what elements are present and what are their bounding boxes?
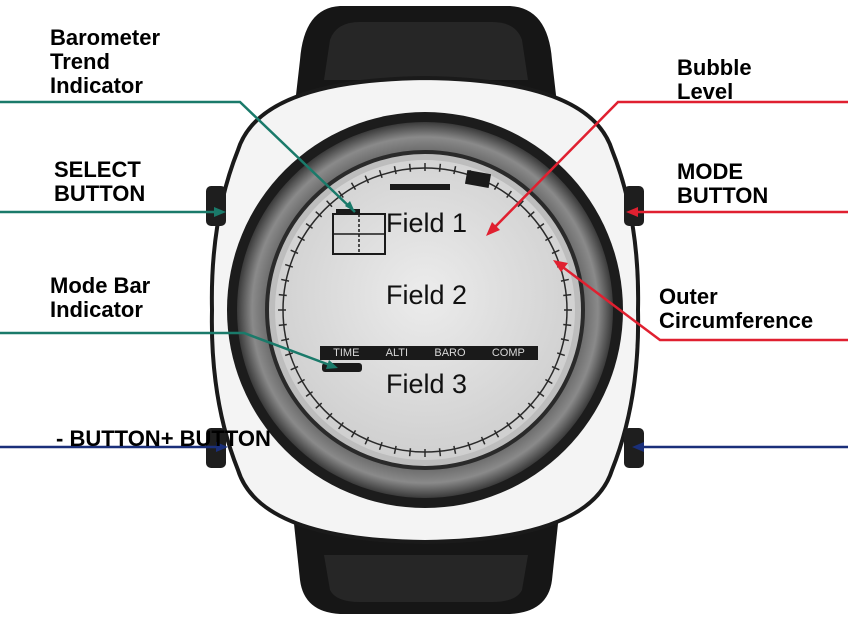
tick-mark — [438, 163, 442, 172]
top-segment-block — [464, 170, 492, 188]
tick-mark — [537, 391, 545, 398]
tick-mark — [493, 182, 500, 190]
label-line: Bubble — [677, 55, 752, 80]
watch-face — [275, 160, 575, 460]
label-line: BUTTON — [677, 183, 769, 208]
strap-bottom-inner — [324, 555, 528, 602]
tick-mark — [560, 278, 569, 282]
tick-mark — [315, 211, 323, 218]
outer-circumference-ticks — [278, 163, 572, 457]
mode-alti: ALTI — [385, 347, 409, 359]
tick-mark — [467, 441, 472, 451]
label-line: BUTTON — [54, 181, 146, 206]
tick-mark — [393, 445, 397, 454]
tick-mark — [378, 169, 383, 179]
line-modebar — [0, 331, 336, 369]
tick-mark — [305, 391, 313, 398]
tick-mark — [326, 200, 333, 208]
tick-mark — [517, 412, 524, 420]
tick-mark — [537, 222, 545, 229]
callout-lines — [0, 100, 848, 452]
tick-mark — [290, 365, 299, 371]
tick-mark — [438, 448, 442, 457]
tick-mark — [297, 235, 305, 242]
label-mode-bar: Mode Bar Indicator — [50, 274, 150, 322]
label-line: SELECT — [54, 157, 141, 182]
plus-button-shape — [624, 428, 644, 468]
tick-mark — [378, 441, 383, 451]
label-line: Indicator — [50, 297, 143, 322]
label-line: Level — [677, 79, 734, 104]
tick-mark — [493, 430, 500, 438]
tick-mark — [453, 166, 457, 175]
tick-mark — [305, 222, 313, 229]
tick-mark — [506, 190, 513, 198]
tick-mark — [563, 293, 572, 297]
mode-comp: COMP — [491, 347, 525, 359]
tick-mark — [551, 249, 560, 255]
label-line: Circumference — [659, 308, 814, 333]
tick-mark — [337, 422, 344, 430]
tick-mark — [506, 422, 513, 430]
tick-mark — [284, 263, 294, 268]
display-field-1: Field 1 — [386, 208, 468, 238]
tick-mark — [527, 402, 535, 409]
tick-mark — [408, 448, 412, 457]
label-line: Outer — [659, 284, 718, 309]
tick-mark — [527, 211, 535, 218]
label-select-button: SELECT BUTTON — [54, 158, 145, 206]
select-button-shape — [206, 186, 226, 226]
tick-mark — [297, 378, 305, 385]
tick-mark — [393, 166, 397, 175]
mode-time: TIME — [333, 347, 360, 359]
label-line: Mode Bar — [50, 273, 151, 298]
tick-mark — [315, 402, 323, 409]
display-field-3: Field 3 — [386, 369, 468, 399]
mode-baro: BARO — [434, 347, 466, 359]
line-bubble — [489, 100, 848, 233]
tick-mark — [278, 323, 287, 327]
tick-mark — [517, 200, 524, 208]
tick-mark — [281, 338, 290, 342]
tick-mark — [556, 352, 566, 357]
tick-mark — [364, 436, 370, 445]
tick-mark — [545, 235, 553, 242]
line-barometer — [0, 100, 356, 213]
tick-mark — [364, 175, 370, 184]
tick-mark — [281, 278, 290, 282]
tick-mark — [290, 249, 299, 255]
label-line: Trend — [50, 49, 110, 74]
strap-top-inner — [324, 22, 528, 80]
label-outer-circumference: Outer Circumference — [659, 285, 813, 333]
tick-mark — [563, 323, 572, 327]
label-bubble-level: Bubble Level — [677, 56, 752, 104]
barometer-trend-icon — [332, 209, 386, 255]
mode-button-shape — [624, 186, 644, 226]
outer-circumference-ring — [282, 167, 568, 453]
tick-mark — [560, 338, 569, 342]
tick-mark — [453, 445, 457, 454]
display-field-2: Field 2 — [386, 280, 468, 310]
tick-mark — [408, 163, 412, 172]
tick-mark — [545, 378, 553, 385]
tick-mark — [278, 293, 287, 297]
line-outer — [555, 261, 848, 342]
tick-mark — [337, 190, 344, 198]
label-mode-button: MODE BUTTON — [677, 160, 768, 208]
tick-mark — [551, 365, 560, 371]
label-line: Barometer — [50, 25, 161, 50]
label-barometer-trend: Barometer Trend Indicator — [50, 26, 160, 98]
tick-mark — [480, 436, 486, 445]
label-line: Indicator — [50, 73, 143, 98]
tick-mark — [350, 182, 357, 190]
label-minus-plus-button: - BUTTON+ BUTTON — [56, 426, 271, 451]
label-line: MODE — [677, 159, 743, 184]
tick-mark — [326, 412, 333, 420]
tick-mark — [284, 352, 294, 357]
tick-mark — [350, 430, 357, 438]
mode-bar: TIME ALTI BARO COMP — [320, 346, 538, 360]
top-segment-bar — [390, 184, 450, 190]
